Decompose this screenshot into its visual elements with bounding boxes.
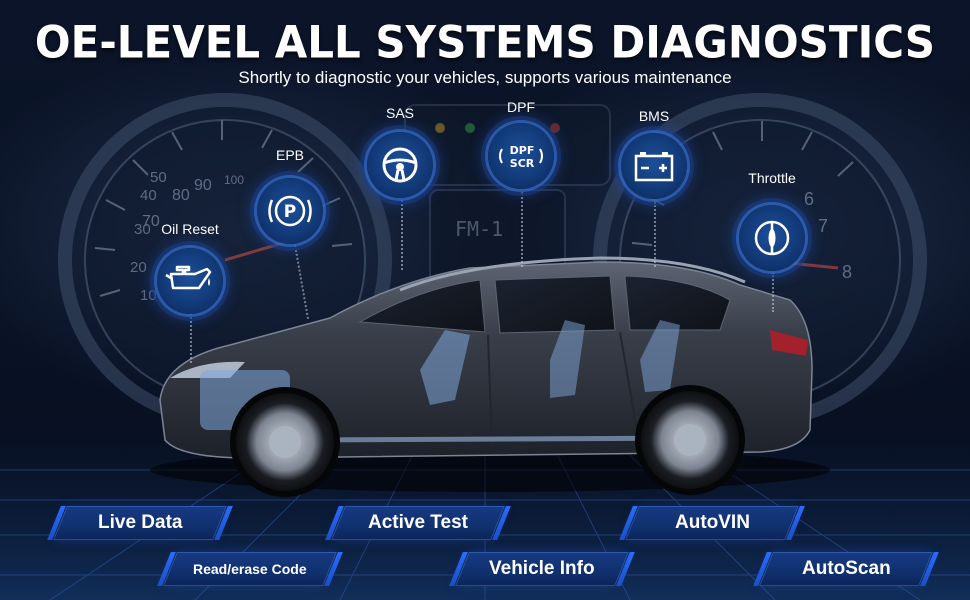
vehicle-info-button[interactable]: Vehicle Info	[455, 552, 629, 586]
svg-text:P: P	[284, 202, 296, 222]
feature-label: DPF	[507, 99, 535, 115]
autovin-button[interactable]: AutoVIN	[625, 506, 799, 540]
right-gauge-tick: 8	[842, 262, 852, 282]
right-gauge-tick: 6	[804, 189, 814, 209]
button-label: Vehicle Info	[489, 558, 595, 579]
feature-label: BMS	[638, 108, 670, 124]
right-gauge-tick: 7	[818, 216, 828, 236]
left-gauge-tick: 90	[194, 177, 212, 194]
feature-label: Oil Reset	[161, 221, 219, 237]
connector-bms	[654, 202, 656, 267]
page-subtitle: Shortly to diagnostic your vehicles, sup…	[238, 68, 732, 87]
button-label: Live Data	[97, 512, 183, 533]
scr-icon-text: SCR	[510, 157, 535, 170]
feature-label: SAS	[385, 105, 414, 121]
throttle-icon	[739, 205, 805, 271]
connector-throttle	[772, 272, 774, 312]
left-gauge-tick: 100	[224, 173, 244, 187]
button-label: AutoScan	[801, 558, 891, 579]
dpf-scr-icon: DPF SCR	[488, 123, 554, 189]
live-data-button[interactable]: Live Data	[53, 506, 227, 540]
car-illustration	[150, 256, 830, 497]
left-gauge-tick: 40	[140, 187, 157, 204]
left-gauge-tick: 80	[172, 187, 190, 204]
console-display-text: FM-1	[455, 217, 503, 241]
page-title: OE-LEVEL ALL SYSTEMS DIAGNOSTICS	[34, 16, 936, 69]
dpf-icon-text: DPF	[510, 144, 535, 157]
button-label: Read/erase Code	[193, 561, 307, 577]
left-gauge-tick: 70	[142, 213, 160, 230]
left-gauge-tick: 10	[140, 287, 157, 304]
feature-label: Throttle	[748, 170, 796, 186]
feature-label: EPB	[275, 147, 304, 163]
battery-icon	[621, 133, 687, 199]
left-gauge-tick: 30	[134, 221, 151, 238]
oil-can-icon	[157, 248, 223, 314]
read-erase-code-button[interactable]: Read/erase Code	[163, 552, 337, 586]
active-test-button[interactable]: Active Test	[331, 506, 505, 540]
steering-wheel-icon	[367, 132, 433, 198]
connector-sas	[401, 200, 403, 270]
left-gauge-tick: 20	[130, 259, 147, 276]
parking-brake-icon: P	[257, 178, 323, 244]
connector-oil-reset	[190, 313, 192, 363]
button-label: Active Test	[368, 512, 468, 533]
left-gauge-tick: 50	[150, 169, 167, 186]
autoscan-button[interactable]: AutoScan	[759, 552, 933, 586]
button-label: AutoVIN	[674, 512, 750, 533]
connector-dpf	[521, 192, 523, 267]
